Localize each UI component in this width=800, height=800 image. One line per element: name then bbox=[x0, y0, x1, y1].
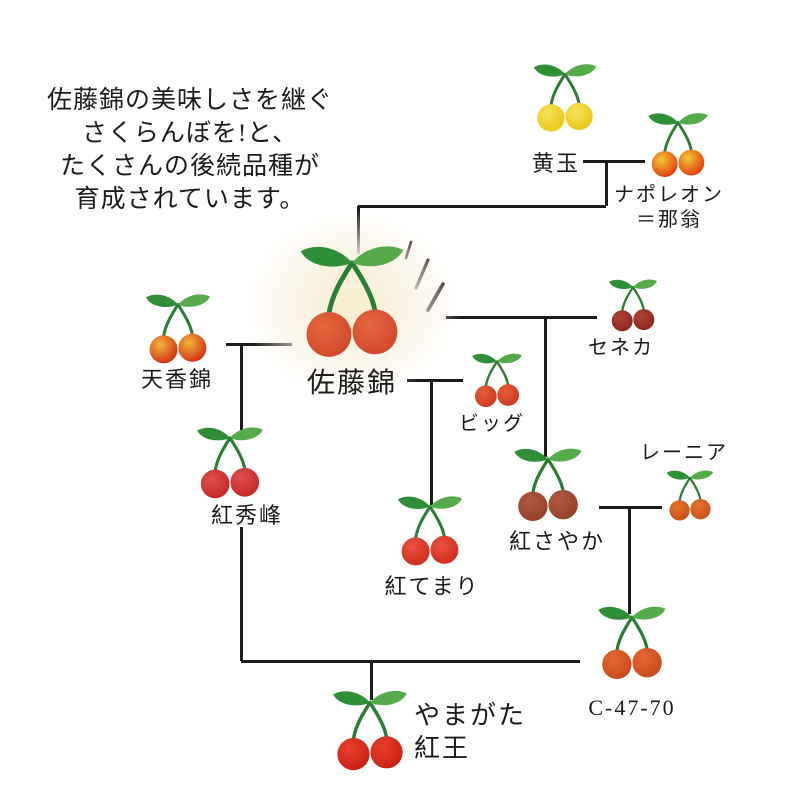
label-napoleon: ナポレオン ＝那翁 bbox=[614, 183, 724, 233]
label-line-benitemari: 紅てまり bbox=[384, 574, 480, 599]
cherry-icon-napoleon bbox=[641, 110, 715, 184]
label-c4770: C-47-70 bbox=[588, 694, 675, 722]
cherry-icon-rainier bbox=[661, 468, 719, 526]
label-line-yamagata-beniou: やまがた bbox=[414, 701, 527, 730]
pedigree-line bbox=[407, 378, 463, 382]
intro-line-2: さくらんぼを!と、 bbox=[81, 120, 299, 147]
pedigree-line bbox=[604, 161, 608, 206]
cherry-icon-c4770 bbox=[590, 603, 674, 687]
cherry-icon-seneca bbox=[603, 277, 663, 337]
intro-text: 佐藤錦の美味しさを継ぐさくらんぼを!と、たくさんの後続品種が育成されています。 bbox=[20, 84, 360, 216]
label-line-yamagata-beniou: 紅王 bbox=[414, 733, 471, 763]
label-line-benisayaka: 紅さやか bbox=[508, 529, 606, 554]
pedigree-line bbox=[429, 380, 433, 505]
label-line-napoleon: ＝那翁 bbox=[636, 209, 702, 231]
pedigree-line bbox=[583, 159, 645, 163]
label-satonishiki: 佐藤錦 bbox=[307, 366, 397, 401]
cherry-icon-satonishiki bbox=[288, 241, 416, 369]
label-benitemari: 紅てまり bbox=[385, 573, 480, 601]
label-line-seneca: セネカ bbox=[588, 337, 654, 359]
label-line-big: ビッグ bbox=[459, 413, 525, 435]
cherry-icon-big bbox=[466, 351, 528, 413]
label-line-benishuho: 紅秀峰 bbox=[210, 503, 284, 528]
label-benisayaka: 紅さやか bbox=[509, 528, 605, 556]
label-line-tenkanishiki: 天香錦 bbox=[140, 367, 214, 392]
cherry-icon-benishuho bbox=[189, 424, 271, 506]
cherry-icon-kidama bbox=[526, 61, 604, 139]
label-seneca: セネカ bbox=[588, 336, 654, 361]
label-kidama: 黄玉 bbox=[532, 150, 580, 178]
label-rainier: レーニア bbox=[640, 441, 728, 466]
pedigree-line bbox=[241, 659, 580, 663]
label-line-rainier: レーニア bbox=[640, 442, 728, 464]
pedigree-line bbox=[239, 527, 243, 661]
label-line-kidama: 黄玉 bbox=[531, 151, 581, 176]
intro-line-4: 育成されています。 bbox=[74, 186, 306, 213]
highlight-glow bbox=[243, 209, 461, 401]
cherry-icon-tenkanishiki bbox=[138, 291, 218, 371]
label-benishuho: 紅秀峰 bbox=[211, 502, 283, 530]
pedigree-line bbox=[627, 507, 631, 614]
cherry-icon-benitemari bbox=[390, 493, 470, 573]
label-tenkanishiki: 天香錦 bbox=[141, 366, 213, 394]
label-line-satonishiki: 佐藤錦 bbox=[306, 368, 398, 399]
cherry-icon-benisayaka bbox=[506, 445, 590, 529]
label-line-c4770: C-47-70 bbox=[588, 695, 676, 720]
intro-line-3: たくさんの後続品種が bbox=[59, 153, 320, 180]
pedigree-line bbox=[369, 661, 373, 700]
pedigree-line bbox=[543, 317, 547, 457]
pedigree-line bbox=[239, 344, 243, 434]
pedigree-line bbox=[358, 204, 606, 208]
label-line-napoleon: ナポレオン bbox=[614, 184, 724, 206]
pedigree-line bbox=[446, 315, 597, 319]
pedigree-line bbox=[599, 505, 662, 509]
intro-line-1: 佐藤錦の美味しさを継ぐ bbox=[46, 87, 333, 114]
label-big: ビッグ bbox=[459, 412, 525, 437]
label-yamagata-beniou: やまがた紅王 bbox=[414, 700, 526, 765]
cherry-icon-yamagata-beniou bbox=[324, 687, 416, 779]
